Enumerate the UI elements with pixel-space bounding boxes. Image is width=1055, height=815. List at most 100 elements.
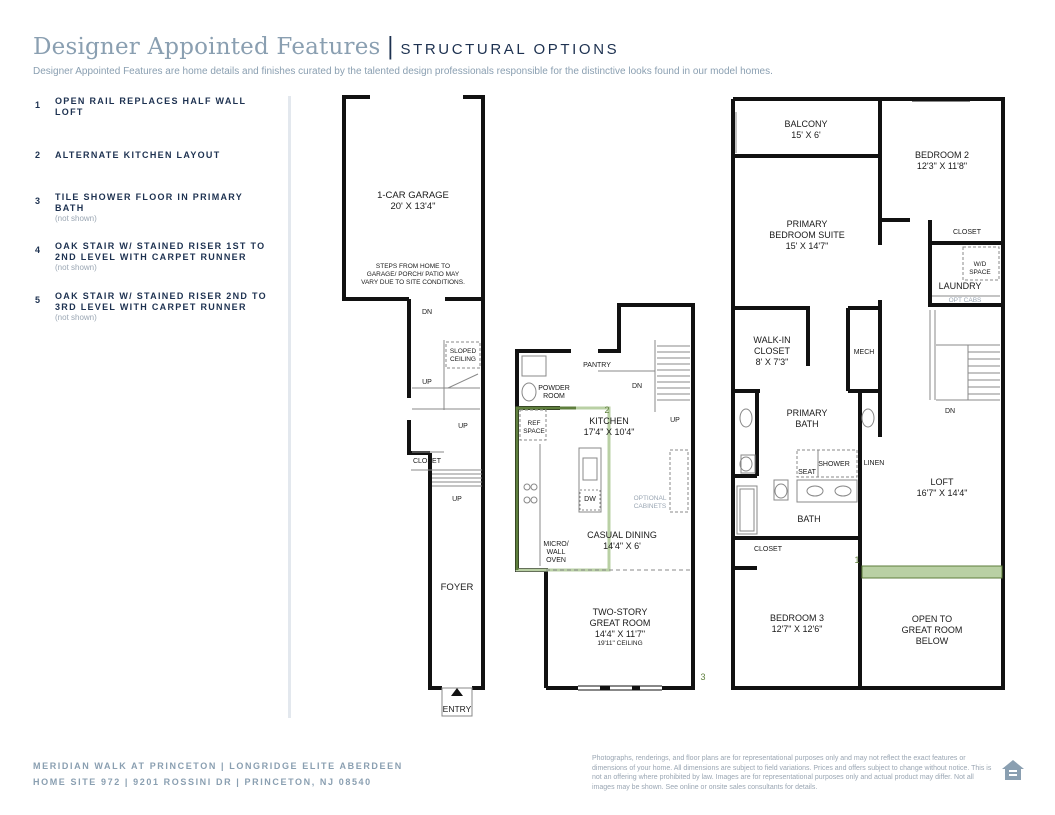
balcony-label: BALCONY bbox=[784, 119, 827, 129]
dn-label: DN bbox=[422, 309, 432, 316]
options-list: 1 OPEN RAIL REPLACES HALF WALL LOFT 2 AL… bbox=[33, 96, 273, 341]
footer-address: MERIDIAN WALK AT PRINCETON | LONGRIDGE E… bbox=[33, 758, 403, 790]
sloped-ceiling-label: CEILING bbox=[450, 356, 476, 363]
micro-oven-label: MICRO/ bbox=[543, 541, 568, 548]
linen-label: LINEN bbox=[864, 460, 885, 467]
garage-label: 1-CAR GARAGE bbox=[377, 190, 449, 201]
option-text: OAK STAIR W/ STAINED RISER 1ST TO bbox=[55, 241, 266, 251]
bedroom-3-label: BEDROOM 3 bbox=[770, 613, 824, 623]
footer-disclaimer: Photographs, renderings, and floor plans… bbox=[592, 755, 992, 791]
kitchen-label: KITCHEN bbox=[589, 416, 629, 426]
entry-label: ENTRY bbox=[443, 704, 472, 714]
steps-note: GARAGE/ PORCH/ PATIO MAY bbox=[367, 271, 460, 278]
option-item: 2 ALTERNATE KITCHEN LAYOUT bbox=[33, 150, 273, 192]
footer-homesite: HOME SITE 972 | 9201 ROSSINI DR | PRINCE… bbox=[33, 777, 372, 787]
walk-in-closet-dim: 8' X 7'3" bbox=[756, 357, 789, 367]
option-1-marker: 1 bbox=[854, 555, 859, 565]
garage-dim: 20' X 13'4" bbox=[390, 201, 435, 212]
kitchen-dim: 17'4" X 10'4" bbox=[584, 427, 635, 437]
open-below-label: OPEN TO bbox=[912, 614, 952, 624]
sloped-ceiling-label: SLOPED bbox=[450, 348, 477, 355]
closet-label: CLOSET bbox=[754, 546, 783, 553]
powder-room-label: POWDER bbox=[538, 385, 570, 392]
option-text: OAK STAIR W/ STAINED RISER 2ND TO bbox=[55, 291, 267, 301]
great-room-ceiling: 19'11" CEILING bbox=[597, 640, 642, 647]
option-number: 4 bbox=[35, 245, 41, 255]
primary-suite-label: PRIMARY bbox=[787, 219, 828, 229]
ref-space-label: SPACE bbox=[523, 428, 545, 435]
option-item: 1 OPEN RAIL REPLACES HALF WALL LOFT bbox=[33, 96, 273, 150]
option-item: 4 OAK STAIR W/ STAINED RISER 1ST TO 2ND … bbox=[33, 241, 273, 291]
laundry-label: LAUNDRY bbox=[939, 281, 982, 291]
great-room-label: TWO-STORY bbox=[593, 607, 648, 617]
closet-label: CLOSET bbox=[413, 458, 442, 465]
primary-bath-label: BATH bbox=[795, 419, 818, 429]
option-text: 2ND LEVEL WITH CARPET RUNNER bbox=[55, 252, 247, 262]
option-note: (not shown) bbox=[55, 214, 97, 223]
great-room-label: GREAT ROOM bbox=[590, 618, 651, 628]
primary-bath-label: PRIMARY bbox=[787, 408, 828, 418]
balcony-dim: 15' X 6' bbox=[791, 130, 821, 140]
option-text: ALTERNATE KITCHEN LAYOUT bbox=[55, 150, 221, 160]
option-number: 1 bbox=[35, 100, 41, 110]
option-note: (not shown) bbox=[55, 313, 97, 322]
alternate-kitchen-outline bbox=[515, 406, 576, 570]
option-item: 3 TILE SHOWER FLOOR IN PRIMARY BATH (not… bbox=[33, 192, 273, 241]
title-separator: | bbox=[386, 34, 395, 60]
mech-label: MECH bbox=[854, 349, 875, 356]
bedroom-2-label: BEDROOM 2 bbox=[915, 150, 969, 160]
option-text: LOFT bbox=[55, 107, 84, 117]
ref-space-label: REF bbox=[528, 420, 541, 427]
plan-upper-level: BALCONY 15' X 6' BEDROOM 2 12'3" X 11'8"… bbox=[731, 97, 1005, 690]
option-text: 3RD LEVEL WITH CARPET RUNNER bbox=[55, 302, 247, 312]
footer-community: MERIDIAN WALK AT PRINCETON | LONGRIDGE E… bbox=[33, 761, 403, 771]
pantry-label: PANTRY bbox=[583, 362, 611, 369]
option-item: 5 OAK STAIR W/ STAINED RISER 2ND TO 3RD … bbox=[33, 291, 273, 341]
open-below-label: GREAT ROOM bbox=[902, 625, 963, 635]
up-label: UP bbox=[422, 379, 432, 386]
shower-label: SHOWER bbox=[818, 461, 850, 468]
plan-main-level: PANTRY DN POWDER ROOM 2 KITCHEN 17'4" X … bbox=[515, 303, 706, 691]
great-room-dim: 14'4" X 11'7" bbox=[595, 629, 645, 639]
bedroom-3-dim: 12'7" X 12'6" bbox=[772, 624, 823, 634]
loft-label: LOFT bbox=[930, 477, 954, 487]
page-description: Designer Appointed Features are home det… bbox=[33, 66, 773, 77]
option-number: 5 bbox=[35, 295, 41, 305]
dn-label: DN bbox=[632, 383, 642, 390]
up-label: UP bbox=[458, 423, 468, 430]
option-number: 2 bbox=[35, 150, 41, 160]
option-number: 3 bbox=[35, 196, 41, 206]
steps-note: VARY DUE TO SITE CONDITIONS. bbox=[361, 279, 465, 286]
micro-oven-label: WALL bbox=[547, 549, 566, 556]
open-below-label: BELOW bbox=[916, 636, 949, 646]
walk-in-closet-label: WALK-IN bbox=[753, 335, 790, 345]
micro-oven-label: OVEN bbox=[546, 557, 566, 564]
powder-room-label: ROOM bbox=[543, 393, 565, 400]
wd-space-label: SPACE bbox=[969, 269, 991, 276]
casual-dining-label: CASUAL DINING bbox=[587, 530, 657, 540]
optional-cabinets-label: OPTIONAL bbox=[634, 495, 667, 502]
title-sub: STRUCTURAL OPTIONS bbox=[400, 41, 620, 58]
loft-dim: 16'7" X 14'4" bbox=[917, 488, 968, 498]
vertical-divider bbox=[288, 96, 291, 718]
bedroom-2-dim: 12'3" X 11'8" bbox=[917, 161, 967, 171]
primary-suite-dim: 15' X 14'7" bbox=[786, 241, 829, 251]
up-label: UP bbox=[670, 417, 680, 424]
optional-cabinets-label: CABINETS bbox=[634, 503, 667, 510]
up-label: UP bbox=[452, 496, 462, 503]
seat-label: SEAT bbox=[798, 469, 816, 476]
option-3-marker: 3 bbox=[700, 672, 705, 682]
entry-arrow-icon bbox=[451, 688, 463, 696]
option-2-marker: 2 bbox=[604, 405, 609, 415]
plan-ground-level: 1-CAR GARAGE 20' X 13'4" STEPS FROM HOME… bbox=[342, 95, 485, 717]
foyer-label: FOYER bbox=[441, 582, 474, 593]
primary-suite-label: BEDROOM SUITE bbox=[769, 230, 845, 240]
option-note: (not shown) bbox=[55, 263, 97, 272]
wd-space-label: W/D bbox=[974, 261, 987, 268]
walk-in-closet-label: CLOSET bbox=[754, 346, 791, 356]
equal-housing-icon bbox=[1002, 760, 1024, 780]
page-title: Designer Appointed Features|STRUCTURAL O… bbox=[33, 34, 619, 60]
casual-dining-dim: 14'4" X 6' bbox=[603, 541, 641, 551]
closet-label: CLOSET bbox=[953, 229, 982, 236]
